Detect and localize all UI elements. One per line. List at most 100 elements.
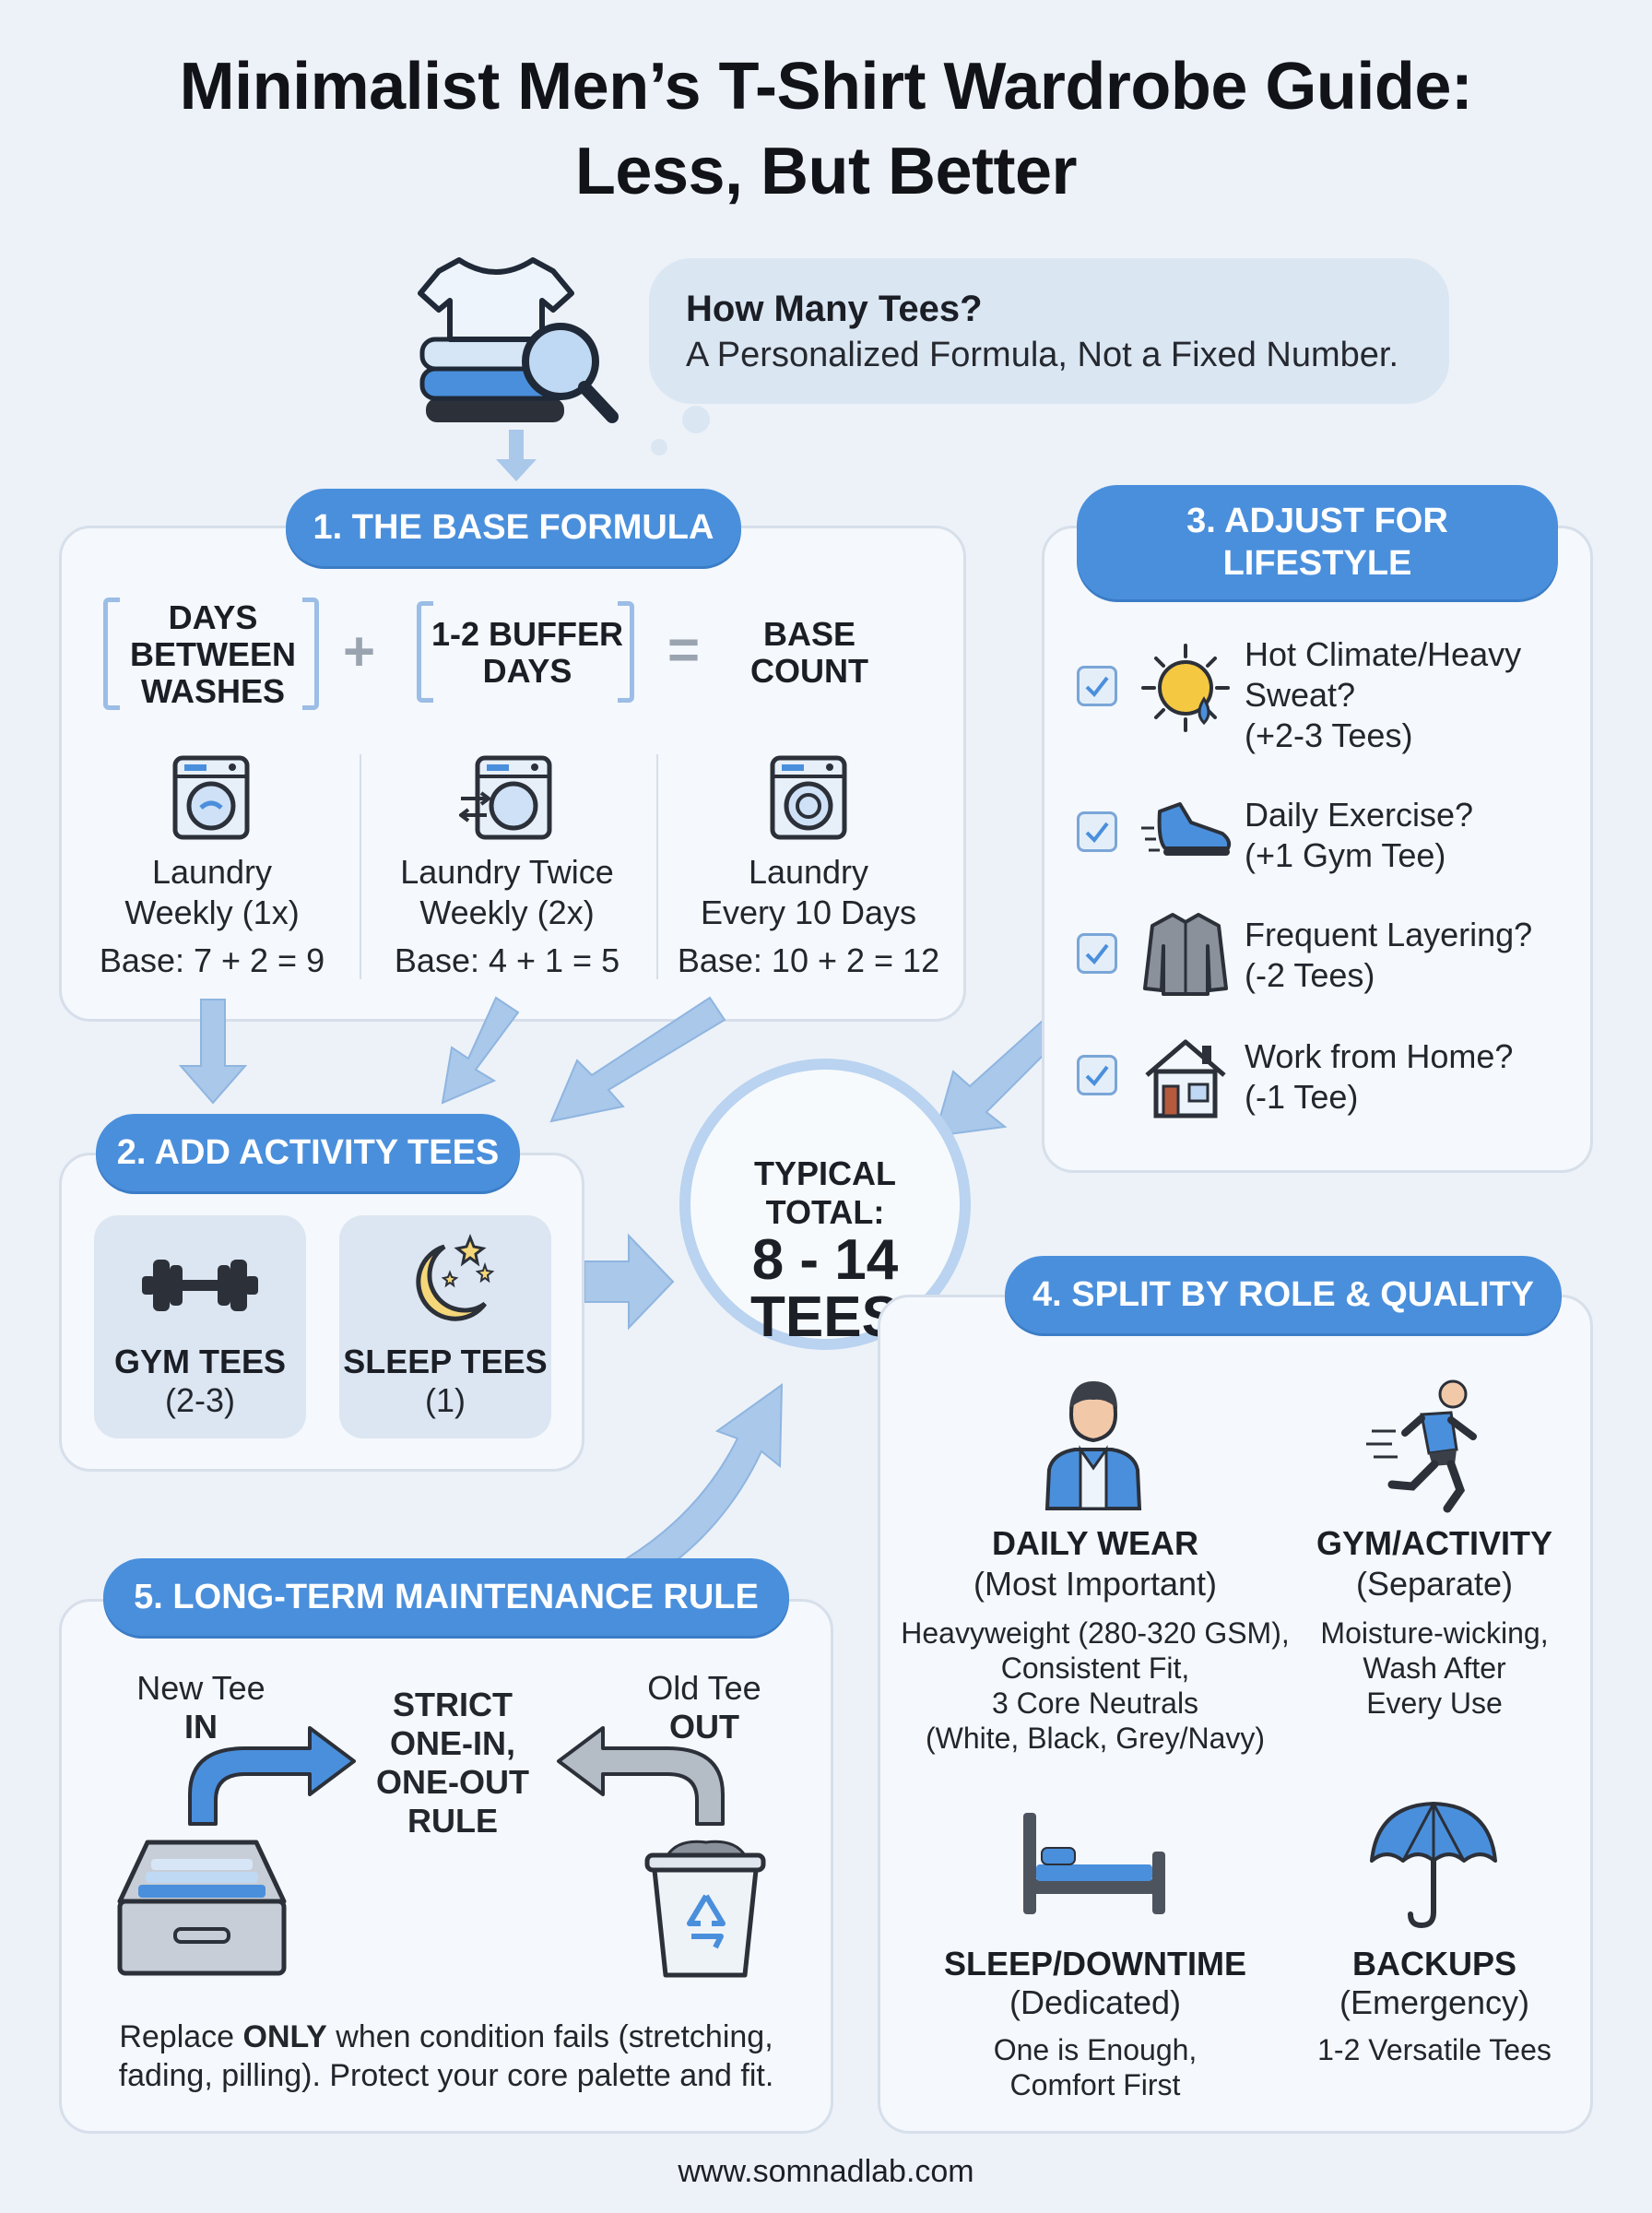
dumbbell-icon [142,1260,258,1311]
jacket-icon [1143,913,1228,996]
title-line-2: Less, But Better [574,135,1078,208]
lifestyle-label: 3. ADJUST FOR LIFESTYLE [1077,485,1558,599]
washing-machine-icon [770,755,847,840]
example-line: Laundry [748,853,869,891]
arrow-out-icon [557,1726,725,1826]
formula-term-line: DAYS [482,652,572,690]
maintenance-note-line-1: Replace ONLY when condition fails (stret… [77,2018,815,2056]
total-value-line: 8 - 14 [751,1228,899,1292]
sleep-tees-label: SLEEP TEES [343,1343,548,1380]
divider [360,754,361,979]
gym-activity-sub: (Separate) [1355,1565,1514,1603]
activity-label: 2. ADD ACTIVITY TEES [96,1114,520,1191]
backups-sub: (Emergency) [1339,1983,1530,2021]
bracket [417,601,433,703]
sun-sweat-icon [1141,644,1230,732]
sleep-tees-count: (1) [425,1381,466,1419]
bed-icon [1023,1813,1165,1914]
example-line: Weekly (1x) [124,893,300,931]
arrow-diagonal-icon [441,996,520,1105]
rule-line: ONE-IN, [389,1724,515,1762]
page-title: Minimalist Men’s T-Shirt Wardrobe Guide:… [0,44,1652,214]
new-tee-line: New Tee [136,1669,266,1707]
sleep-downtime-sub: (Dedicated) [1009,1983,1182,2021]
example-calc: Base: 7 + 2 = 9 [99,941,325,979]
arrow-down-icon [178,999,248,1105]
role-desc-line: Consistent Fit, [1000,1651,1190,1685]
lifestyle-line: (-2 Tees) [1245,956,1375,994]
house-icon [1145,1039,1226,1118]
one-in-one-out-rule: STRICT ONE-IN, ONE-OUT RULE [337,1686,568,1840]
lifestyle-label-line: 3. ADJUST FOR [1186,502,1448,540]
gym-tees-label: GYM TEES [113,1343,287,1380]
equals-operator: = [667,619,701,680]
role-desc-line: Heavyweight (280-320 GSM), [901,1616,1290,1650]
role-desc-line: One is Enough, [993,2033,1198,2066]
rule-line: STRICT [393,1686,513,1723]
moon-stars-icon [416,1233,495,1321]
lifestyle-line: (+2-3 Tees) [1245,716,1413,754]
bubble-tail-dot [651,439,667,456]
laundry-twice-weekly-example: Laundry Twice Weekly (2x) Base: 4 + 1 = … [369,852,645,981]
check-icon [1085,676,1109,698]
role-desc-line: 1-2 Versatile Tees [1317,2033,1552,2066]
formula-term-line: 1-2 BUFFER [431,615,624,653]
checkbox [1077,933,1117,974]
arrow-in-icon [188,1726,356,1826]
daily-wear-title: DAILY WEAR [991,1524,1199,1562]
tshirt-stack-magnifier-icon [418,257,619,423]
daily-wear-desc: Heavyweight (280-320 GSM), Consistent Fi… [892,1615,1298,1756]
old-tee-line: OUT [669,1708,739,1746]
bracket [103,598,120,710]
lifestyle-work-from-home: Work from Home? (-1 Tee) [1245,1036,1586,1118]
example-line: Every 10 Days [700,893,917,931]
lifestyle-line: Daily Exercise? [1245,796,1474,834]
backups-title: BACKUPS [1351,1945,1516,1982]
role-desc-line: Moisture-wicking, [1320,1616,1549,1650]
new-tee-line: IN [184,1708,218,1746]
lifestyle-line: (+1 Gym Tee) [1245,836,1446,874]
rule-line: RULE [407,1802,498,1840]
washing-machine-icon [172,755,250,840]
lifestyle-panel [1042,526,1593,1173]
rule-line: ONE-OUT [376,1763,529,1801]
arrow-right-icon [584,1233,675,1331]
bracket [618,601,634,703]
bubble-tail-dot [682,406,710,433]
lifestyle-label-line: LIFESTYLE [1222,544,1412,583]
formula-term-line: DAYS [168,598,258,636]
lifestyle-hot-climate: Hot Climate/Heavy Sweat? (+2-3 Tees) [1245,634,1586,756]
formula-days-between-washes: DAYS BETWEEN WASHES [116,599,310,710]
formula-base-count: BASE COUNT [728,616,891,690]
total-value-line: TEES [750,1285,900,1349]
total-label: TYPICAL TOTAL: [690,1154,960,1232]
example-line: Weekly (2x) [419,893,595,931]
check-icon [1085,1065,1109,1087]
bracket [302,598,319,710]
maintenance-note: Replace ONLY when condition fails (stret… [77,2018,815,2095]
gym-activity-title: GYM/ACTIVITY [1316,1524,1552,1562]
gym-tees-card: GYM TEES (2-3) [94,1215,306,1438]
divider [656,754,658,979]
example-line: Laundry Twice [400,853,614,891]
lifestyle-daily-exercise: Daily Exercise? (+1 Gym Tee) [1245,795,1586,876]
role-desc-line: Comfort First [1009,2068,1181,2101]
note-text: when condition fails (stretching, [326,2019,773,2054]
gym-tees-count: (2-3) [164,1381,235,1419]
lifestyle-line: Hot Climate/Heavy [1245,635,1522,673]
check-icon [1085,943,1109,965]
runner-icon [1366,1379,1477,1513]
laundry-weekly-example: Laundry Weekly (1x) Base: 7 + 2 = 9 [74,852,350,981]
plus-operator: + [343,621,376,682]
intro-heading: How Many Tees? [686,289,983,329]
check-icon [1085,822,1109,844]
role-desc-line: Wash After [1363,1651,1506,1685]
checkbox [1077,666,1117,706]
intro-subheading: A Personalized Formula, Not a Fixed Numb… [686,336,1399,374]
lifestyle-frequent-layering: Frequent Layering? (-2 Tees) [1245,915,1586,996]
typical-total-circle: TYPICAL TOTAL: 8 - 14 TEES [679,1059,971,1350]
example-calc: Base: 10 + 2 = 12 [677,941,940,979]
note-text: Replace [119,2019,243,2054]
formula-buffer-days: 1-2 BUFFER DAYS [428,616,627,690]
formula-term-line: BETWEEN [130,635,296,673]
